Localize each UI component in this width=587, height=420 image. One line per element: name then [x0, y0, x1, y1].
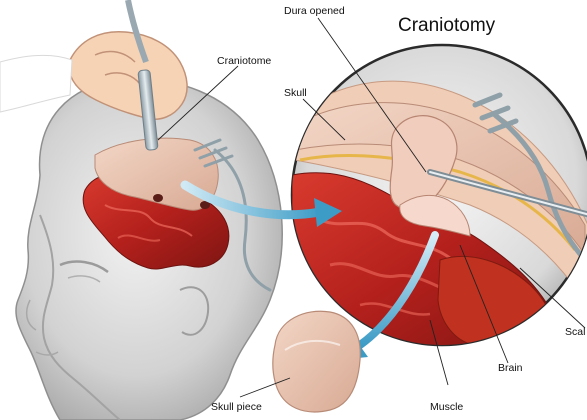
label-skull: Skull: [284, 88, 307, 99]
skull-piece: [273, 311, 360, 412]
label-craniotome: Craniotome: [217, 56, 271, 67]
label-skull-piece: Skull piece: [211, 402, 262, 413]
zoom-circle: [292, 45, 587, 354]
label-scalp: Scal: [565, 327, 585, 338]
label-muscle: Muscle: [430, 402, 463, 413]
diagram-title: Craniotomy: [398, 16, 495, 35]
label-dura-opened: Dura opened: [284, 6, 345, 17]
label-brain: Brain: [498, 363, 523, 374]
